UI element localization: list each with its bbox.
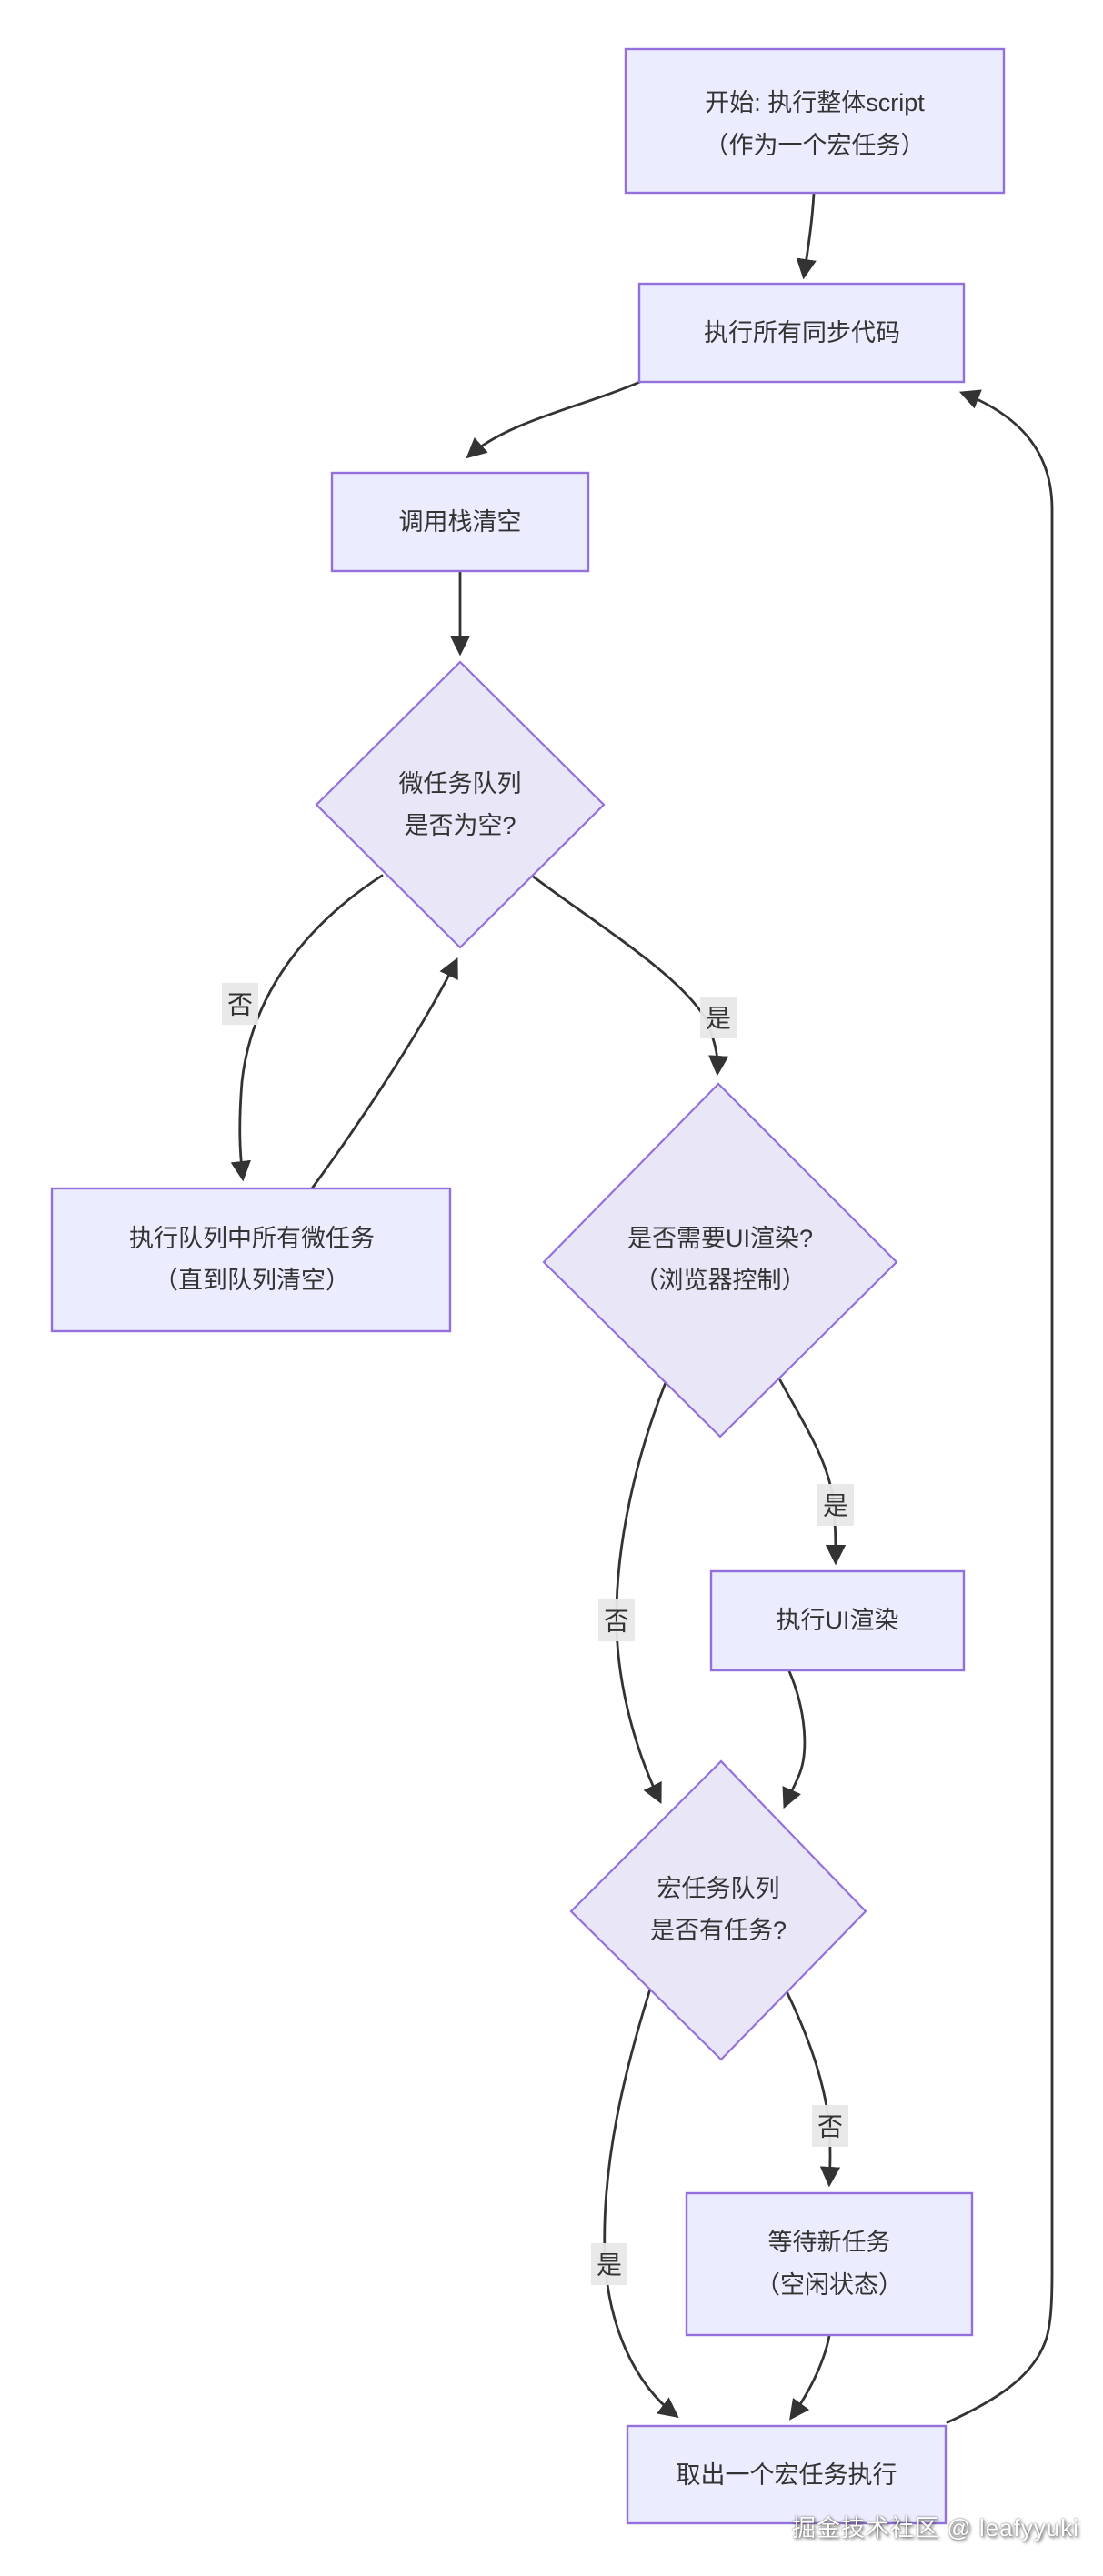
- edge-label-micro-yes-badge: [700, 997, 737, 1038]
- node-take-macro-box: [626, 2424, 948, 2525]
- watermark: 掘金技术社区 @ leafyyuki: [792, 2514, 1079, 2541]
- edge-label-micro-no: 否: [222, 983, 258, 1025]
- node-stack-label: 调用栈清空: [399, 508, 522, 536]
- node-wait-box: [685, 2191, 974, 2337]
- node-macro-queue-diamond: [569, 1759, 867, 2061]
- edge-label-macro-no: 否: [812, 2105, 848, 2147]
- edge-sync-to-stack: [466, 379, 644, 459]
- node-wait-label-line1: 等待新任务: [768, 2229, 891, 2256]
- edge-label-macro-yes: 是: [591, 2243, 627, 2285]
- node-take-macro: 取出一个宏任务执行: [626, 2424, 948, 2525]
- edge-label-macro-no-text: 否: [817, 2113, 843, 2141]
- edge-microqueue-yes-to-uineed: [530, 874, 729, 1077]
- node-stack-box: [330, 471, 590, 573]
- edge-uineed-no-to-macroqueue: [615, 1378, 668, 1805]
- node-macro-queue-label-line2: 是否有任务?: [650, 1917, 787, 1944]
- node-micro-queue-label-line2: 是否为空?: [404, 812, 516, 839]
- node-ui-need: 是否需要UI渲染? （浏览器控制）: [542, 1082, 898, 1438]
- edge-label-ui-yes-badge: [817, 1484, 854, 1526]
- edge-takemacro-loop-to-sync: [946, 389, 1054, 2424]
- node-micro-queue-label-line1: 微任务队列: [399, 770, 522, 797]
- node-wait: 等待新任务 （空闲状态）: [685, 2191, 974, 2337]
- node-start: 开始: 执行整体script （作为一个宏任务）: [624, 47, 1006, 195]
- node-ui-render-label: 执行UI渲染: [777, 1607, 899, 1634]
- node-ui-need-label-line1: 是否需要UI渲染?: [627, 1225, 813, 1252]
- edge-label-micro-no-text: 否: [227, 991, 253, 1019]
- edge-macroqueue-no-to-wait: [777, 1973, 841, 2188]
- edge-label-micro-yes: 是: [700, 997, 737, 1038]
- edge-macroqueue-yes-to-takemacro: [603, 1979, 679, 2419]
- node-ui-need-diamond: [542, 1082, 898, 1438]
- edge-microqueue-no-to-runmicro: [230, 874, 384, 1182]
- edge-label-micro-no-badge: [222, 983, 258, 1025]
- node-wait-label-line2: （空闲状态）: [756, 2271, 903, 2299]
- node-micro-queue-diamond: [315, 660, 606, 949]
- node-run-micro: 执行队列中所有微任务 （直到队列清空）: [50, 1187, 452, 1333]
- node-start-label-line1: 开始: 执行整体script: [705, 89, 925, 116]
- node-macro-queue: 宏任务队列 是否有任务?: [569, 1759, 867, 2061]
- node-start-label-line2: （作为一个宏任务）: [705, 132, 926, 159]
- edge-wait-to-takemacro: [789, 2334, 831, 2421]
- node-macro-queue-label-line1: 宏任务队列: [657, 1875, 780, 1902]
- node-stack: 调用栈清空: [330, 471, 590, 573]
- edge-label-macro-no-badge: [812, 2105, 848, 2147]
- edge-start-to-sync: [796, 192, 817, 280]
- node-start-box: [624, 47, 1006, 195]
- node-run-micro-label-line1: 执行队列中所有微任务: [129, 1225, 375, 1252]
- node-sync: 执行所有同步代码: [637, 282, 966, 384]
- edge-label-macro-yes-text: 是: [597, 2251, 622, 2280]
- edge-label-macro-yes-badge: [591, 2243, 627, 2285]
- node-take-macro-label: 取出一个宏任务执行: [677, 2461, 897, 2489]
- node-sync-box: [637, 282, 966, 384]
- node-ui-render: 执行UI渲染: [709, 1569, 966, 1672]
- edge-label-micro-yes-text: 是: [706, 1005, 731, 1033]
- edge-label-ui-yes-text: 是: [823, 1492, 848, 1520]
- node-ui-render-box: [709, 1569, 966, 1672]
- node-run-micro-box: [50, 1187, 452, 1333]
- edge-uirender-to-macroqueue: [782, 1669, 807, 1809]
- edge-label-ui-yes: 是: [817, 1484, 854, 1526]
- node-sync-label: 执行所有同步代码: [704, 319, 900, 346]
- edge-uineed-yes-to-uirender: [778, 1378, 847, 1566]
- edge-label-ui-no-text: 否: [604, 1608, 629, 1636]
- edge-label-ui-no-badge: [598, 1599, 635, 1641]
- node-ui-need-label-line2: （浏览器控制）: [635, 1267, 807, 1294]
- edge-runmicro-back-to-microqueue: [310, 957, 458, 1190]
- edges: [230, 192, 1054, 2424]
- edge-label-ui-no: 否: [598, 1599, 635, 1641]
- node-micro-queue: 微任务队列 是否为空?: [315, 660, 606, 949]
- node-run-micro-label-line2: （直到队列清空）: [154, 1267, 350, 1294]
